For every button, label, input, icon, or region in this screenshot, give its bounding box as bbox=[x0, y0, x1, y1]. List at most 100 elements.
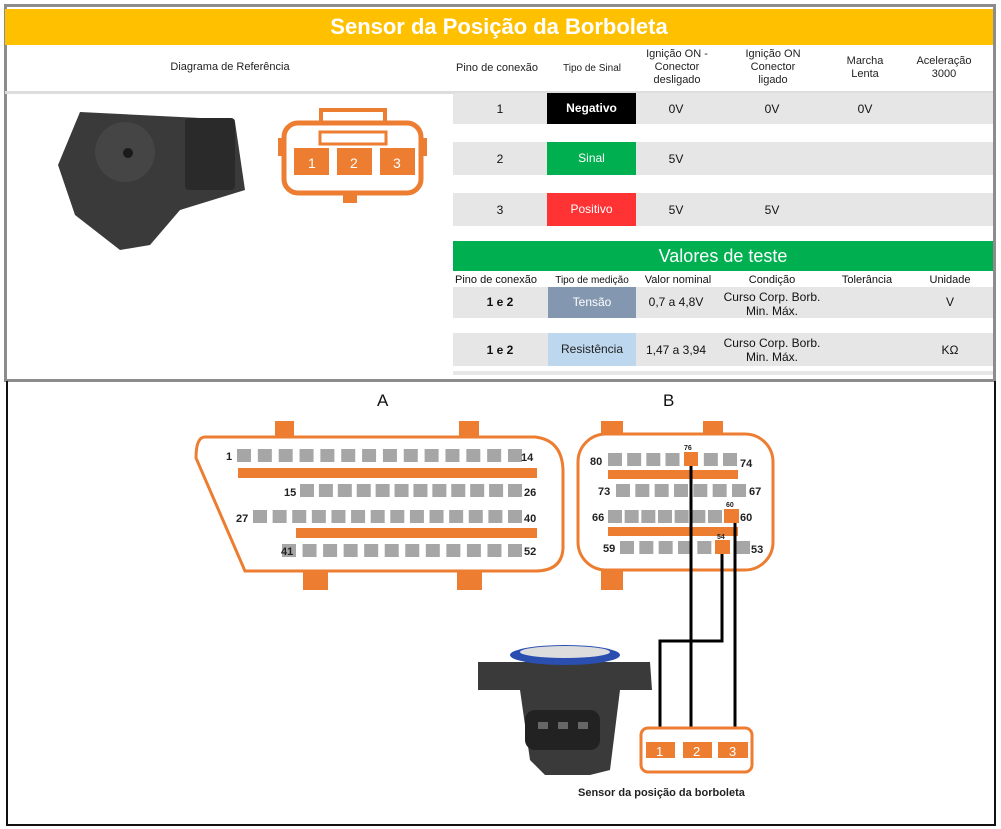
header-ign-on: Ignição ON Conector ligado bbox=[745, 48, 801, 86]
ecu-pin bbox=[624, 510, 639, 523]
page-title: Sensor da Posição da Borboleta bbox=[5, 9, 993, 45]
ecu-pin bbox=[703, 453, 718, 466]
pin-label: 52 bbox=[524, 546, 536, 558]
pin-label: 26 bbox=[524, 487, 536, 499]
ecu-pin bbox=[466, 449, 481, 462]
ecu-pin bbox=[337, 484, 352, 497]
test-header: Tolerância bbox=[841, 274, 893, 286]
ecu-pin bbox=[302, 544, 317, 557]
ecu-pin bbox=[608, 453, 622, 466]
ecu-pin bbox=[403, 449, 418, 462]
header-signal: Tipo de Sinal bbox=[563, 63, 621, 74]
ecu-pin bbox=[341, 449, 356, 462]
ecu-pin bbox=[432, 484, 447, 497]
ecu-pin bbox=[362, 449, 377, 462]
ecu-pin bbox=[429, 510, 444, 523]
header-ign-off: Ignição ON - Conector desligado bbox=[646, 48, 708, 86]
test-pin: 1 e 2 bbox=[486, 343, 514, 357]
header-idle: Marcha Lenta bbox=[846, 55, 884, 80]
ecu-pin bbox=[627, 453, 642, 466]
pin-label: 60 bbox=[740, 512, 752, 524]
pin-number: 2 bbox=[496, 152, 504, 166]
ecu-pin bbox=[272, 510, 287, 523]
sensor-pin-1: 1 bbox=[656, 744, 663, 759]
ecu-pin bbox=[674, 484, 688, 497]
ecu-pin bbox=[356, 484, 371, 497]
ecu-connector-b bbox=[576, 421, 775, 590]
pin-label: 14 bbox=[521, 452, 534, 464]
ign-on-value: 0V bbox=[764, 102, 780, 116]
ecu-pin bbox=[384, 544, 399, 557]
ecu-pin bbox=[390, 510, 405, 523]
ecu-pin bbox=[697, 541, 712, 554]
ecu-pin bbox=[620, 541, 634, 554]
ecu-pin bbox=[449, 510, 464, 523]
ecu-pin bbox=[508, 449, 522, 462]
ecu-pin bbox=[320, 449, 335, 462]
pin-60-highlight bbox=[724, 509, 739, 523]
ecu-pin bbox=[318, 484, 333, 497]
table-row bbox=[453, 193, 993, 226]
ecu-pin bbox=[382, 449, 397, 462]
ecu-pin bbox=[487, 449, 502, 462]
sensor-photo-bottom bbox=[478, 645, 652, 775]
ecu-pin bbox=[278, 449, 293, 462]
pin-number: 1 bbox=[496, 102, 504, 116]
unit-value: V bbox=[945, 295, 954, 309]
nominal-value: 1,47 a 3,94 bbox=[645, 343, 707, 357]
ecu-pin bbox=[409, 510, 424, 523]
pin-label: 74 bbox=[740, 458, 753, 470]
ecu-pin bbox=[508, 484, 522, 497]
ecu-pin bbox=[678, 541, 692, 554]
signal-badge-sinal: Sinal bbox=[547, 142, 636, 175]
connector-pinout-icon bbox=[278, 108, 427, 203]
pin-76-highlight bbox=[684, 452, 698, 466]
ecu-pin bbox=[311, 510, 326, 523]
ecu-pin bbox=[723, 453, 737, 466]
header-pin: Pino de conexão bbox=[456, 62, 538, 74]
connector-pin-1: 1 bbox=[308, 155, 316, 171]
ecu-pin bbox=[446, 544, 461, 557]
ecu-pin bbox=[674, 510, 689, 523]
nominal-value: 0,7 a 4,8V bbox=[648, 295, 704, 309]
ecu-pin bbox=[736, 541, 750, 554]
measurement-type-badge: Tensão bbox=[548, 287, 636, 318]
wiring bbox=[658, 466, 737, 727]
ecu-pin bbox=[508, 510, 522, 523]
connector-pin-2: 2 bbox=[350, 155, 358, 171]
test-header: Pino de conexão bbox=[455, 274, 537, 286]
ecu-pin bbox=[508, 544, 522, 557]
ecu-pin bbox=[635, 484, 650, 497]
table-row bbox=[453, 93, 993, 124]
pin-54-highlight bbox=[715, 540, 730, 554]
pin-label: 80 bbox=[590, 456, 602, 468]
pin-label: 41 bbox=[281, 546, 293, 558]
sensor-photo-top bbox=[58, 112, 245, 250]
ecu-pin bbox=[608, 510, 622, 523]
pin-label: 27 bbox=[236, 513, 248, 525]
ecu-pin bbox=[654, 484, 669, 497]
ecu-pin bbox=[487, 544, 502, 557]
test-pin: 1 e 2 bbox=[486, 295, 514, 309]
ecu-pin bbox=[425, 544, 440, 557]
ecu-pin bbox=[489, 484, 504, 497]
ecu-pin bbox=[466, 544, 481, 557]
ign-off-value: 0V bbox=[668, 102, 684, 116]
signal-badge-negativo: Negativo bbox=[547, 93, 636, 124]
idle-value: 0V bbox=[857, 102, 873, 116]
pin-label: 60 bbox=[726, 502, 734, 509]
sensor-caption: Sensor da posição da borboleta bbox=[578, 787, 745, 799]
ecu-pin bbox=[451, 484, 466, 497]
ecu-pin bbox=[282, 544, 296, 557]
ecu-pin bbox=[370, 510, 385, 523]
ecu-pin bbox=[732, 484, 746, 497]
ecu-pin bbox=[658, 510, 672, 523]
connector-a-label: A bbox=[377, 391, 389, 410]
pin-label: 59 bbox=[603, 543, 615, 555]
ecu-pin bbox=[639, 541, 654, 554]
pin-number: 3 bbox=[496, 203, 504, 217]
condition-value: Curso Corp. Borb. Min. Máx. bbox=[723, 290, 821, 318]
ecu-pin bbox=[413, 484, 428, 497]
pin-label: 15 bbox=[284, 487, 296, 499]
table-row bbox=[453, 142, 993, 175]
